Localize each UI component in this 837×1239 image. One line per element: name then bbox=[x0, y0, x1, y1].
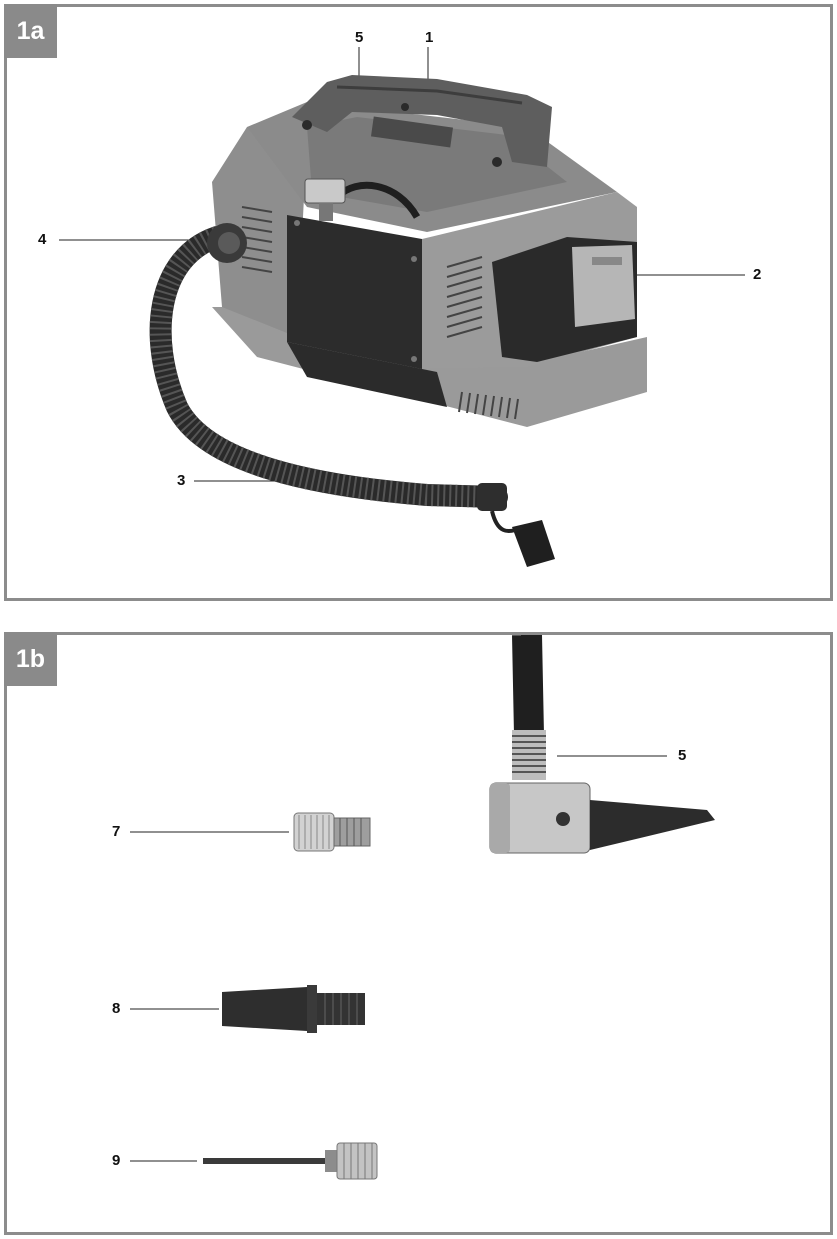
compressor-illustration bbox=[7, 7, 830, 598]
adapter-9 bbox=[203, 1143, 377, 1179]
figure-panel-1b: 1b bbox=[4, 632, 833, 1235]
hose-nozzle bbox=[477, 483, 507, 511]
callout-9: 9 bbox=[112, 1152, 120, 1169]
figure-panel-1a: 1a bbox=[4, 4, 833, 601]
adapter-8 bbox=[222, 985, 365, 1033]
callout-1: 1 bbox=[425, 29, 433, 46]
callout-5: 5 bbox=[678, 747, 686, 764]
spring-coil bbox=[512, 730, 546, 780]
callout-8: 8 bbox=[112, 1000, 120, 1017]
callout-7: 7 bbox=[112, 823, 120, 840]
clamp-lever bbox=[590, 800, 715, 850]
callout-2: 2 bbox=[753, 266, 761, 283]
hose-5 bbox=[521, 635, 529, 735]
callout-5: 5 bbox=[355, 29, 363, 46]
valve-connector bbox=[305, 179, 345, 203]
front-panel bbox=[287, 215, 422, 369]
accessories-illustration bbox=[7, 635, 830, 1232]
callout-4: 4 bbox=[38, 231, 46, 248]
adapter-7 bbox=[294, 813, 370, 851]
callout-3: 3 bbox=[177, 472, 185, 489]
